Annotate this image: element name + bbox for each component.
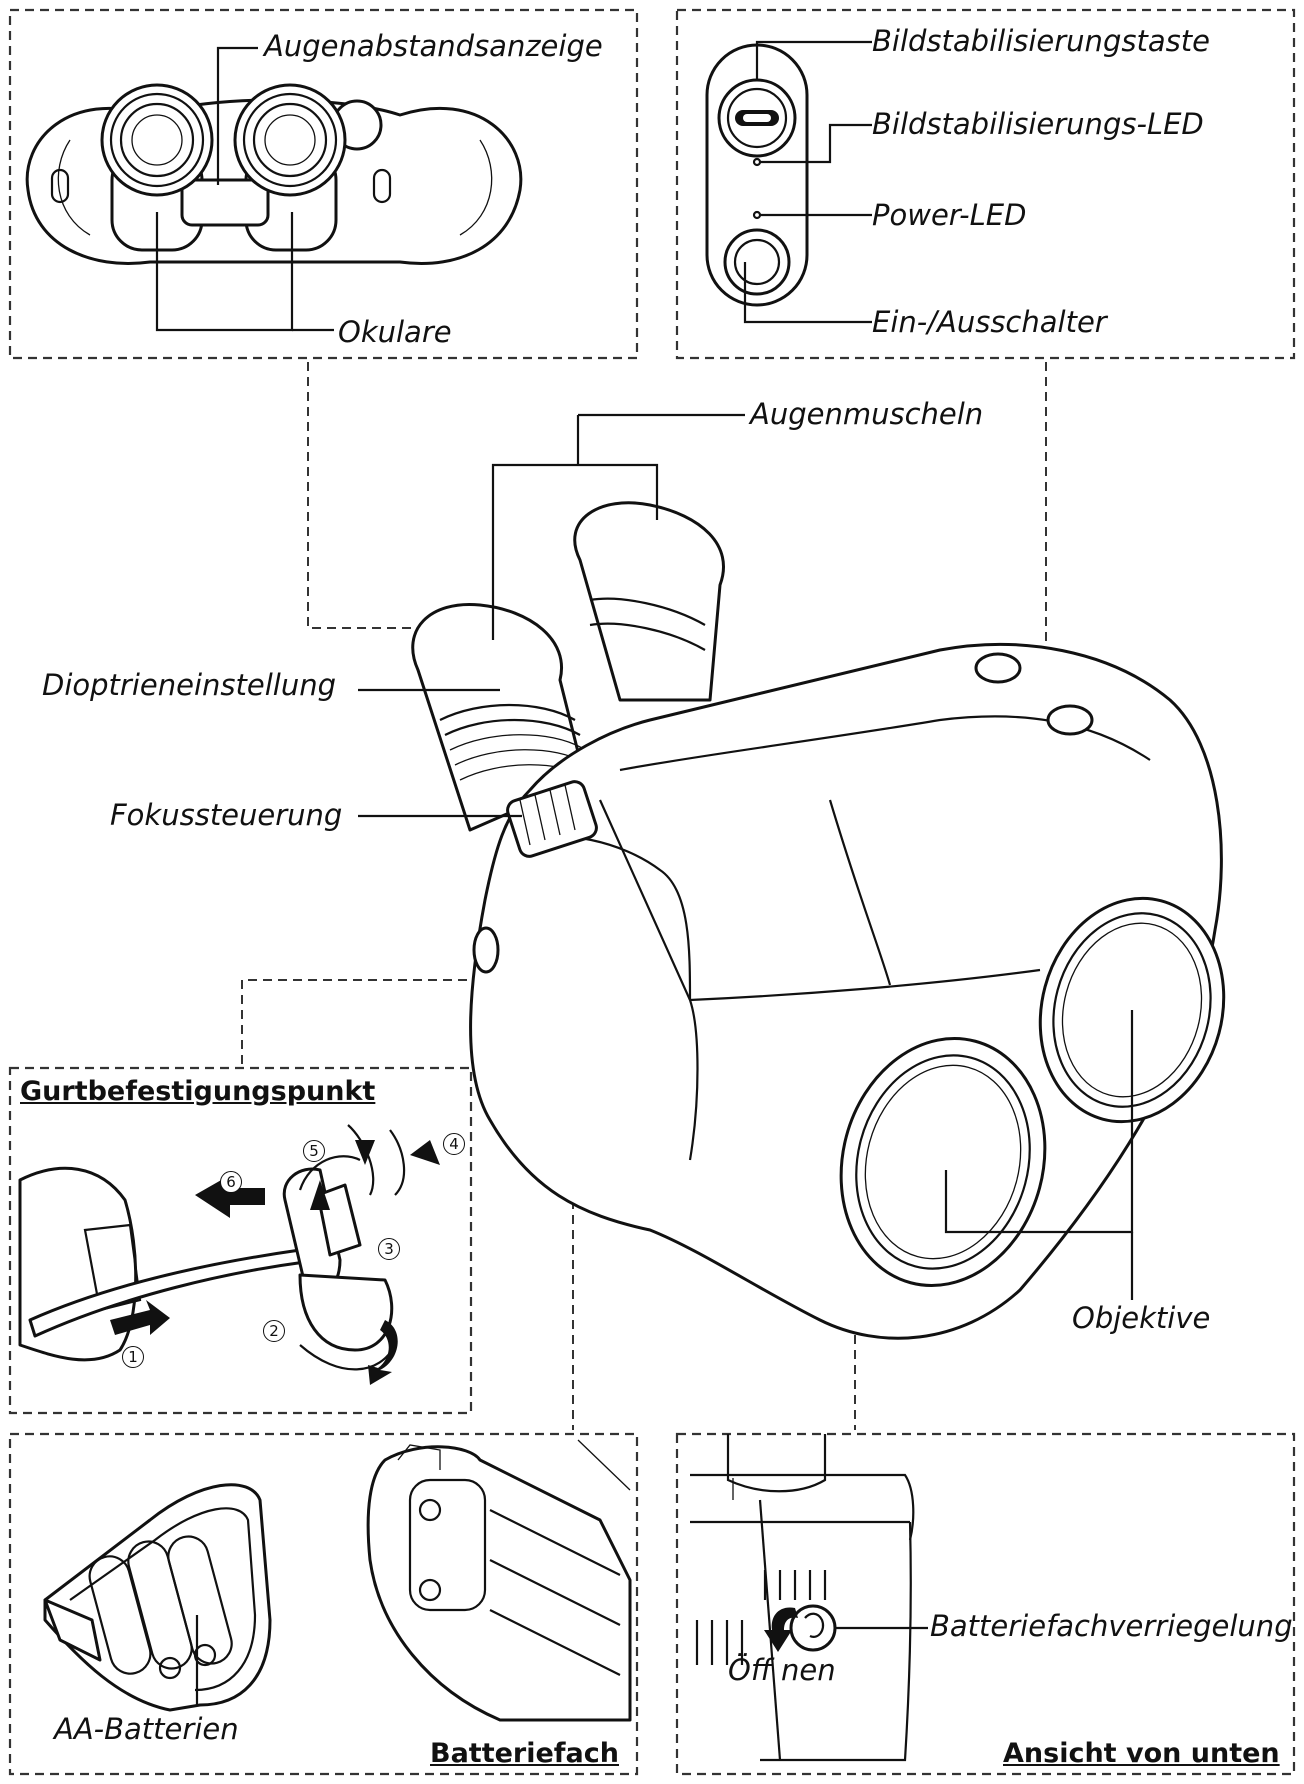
step-5: 5 [303, 1140, 325, 1162]
label-battery-lock: Batteriefachverriegelung [930, 1609, 1293, 1643]
label-objectives: Objektive [1072, 1301, 1211, 1335]
step-1: 1 [122, 1346, 144, 1368]
label-interpupillary-indicator: Augenabstandsanzeige [264, 29, 603, 63]
heading-strap: Gurtbefestigungspunkt [20, 1076, 376, 1107]
step-3: 3 [378, 1238, 400, 1260]
heading-bottom-view: Ansicht von unten [1003, 1738, 1280, 1769]
leader-stabilizer-led [760, 123, 872, 164]
frame-strap [8, 1066, 473, 1415]
step-2: 2 [263, 1320, 285, 1342]
heading-battery-compartment: Batteriefach [430, 1738, 619, 1769]
eyepiece-view-drawing [25, 83, 523, 265]
leader-eyecups [491, 463, 659, 640]
connector-eyepieces [307, 362, 442, 629]
label-eyecups: Augenmuscheln [750, 397, 984, 431]
control-panel-drawing [705, 43, 809, 307]
step-4: 4 [443, 1133, 465, 1155]
label-diopter: Dioptrieneinstellung [42, 668, 336, 702]
frame-battery [8, 1432, 639, 1776]
label-open: Öff nen [728, 1653, 836, 1687]
leader-interpupillary [216, 46, 258, 185]
leader-power-switch [743, 262, 872, 324]
label-eyepieces: Okulare [338, 315, 452, 349]
binocular-drawing [411, 501, 1226, 1340]
bottom-view-drawing [690, 1434, 915, 1762]
battery-drawing [43, 1444, 632, 1722]
label-stabilizer-button: Bildstabilisierungstaste [872, 24, 1210, 58]
frame-bottom [675, 1432, 1296, 1776]
leader-objectives [944, 1010, 1134, 1234]
strap-drawing [18, 1124, 440, 1385]
label-stabilizer-led: Bildstabilisierungs-LED [872, 107, 1204, 141]
frame-eyepieces [8, 8, 639, 360]
label-focus: Fokussteuerung [110, 798, 343, 832]
leader-stabilizer-button [755, 40, 872, 80]
frame-controls [675, 8, 1296, 360]
connector-strap [241, 979, 480, 1064]
label-power-switch: Ein-/Ausschalter [872, 305, 1107, 339]
label-aa-batteries: AA-Batterien [54, 1712, 239, 1746]
step-6: 6 [220, 1171, 242, 1193]
leader-eyepieces [155, 212, 294, 332]
connector-battery-diag [577, 1439, 631, 1491]
label-power-led: Power-LED [872, 198, 1027, 232]
